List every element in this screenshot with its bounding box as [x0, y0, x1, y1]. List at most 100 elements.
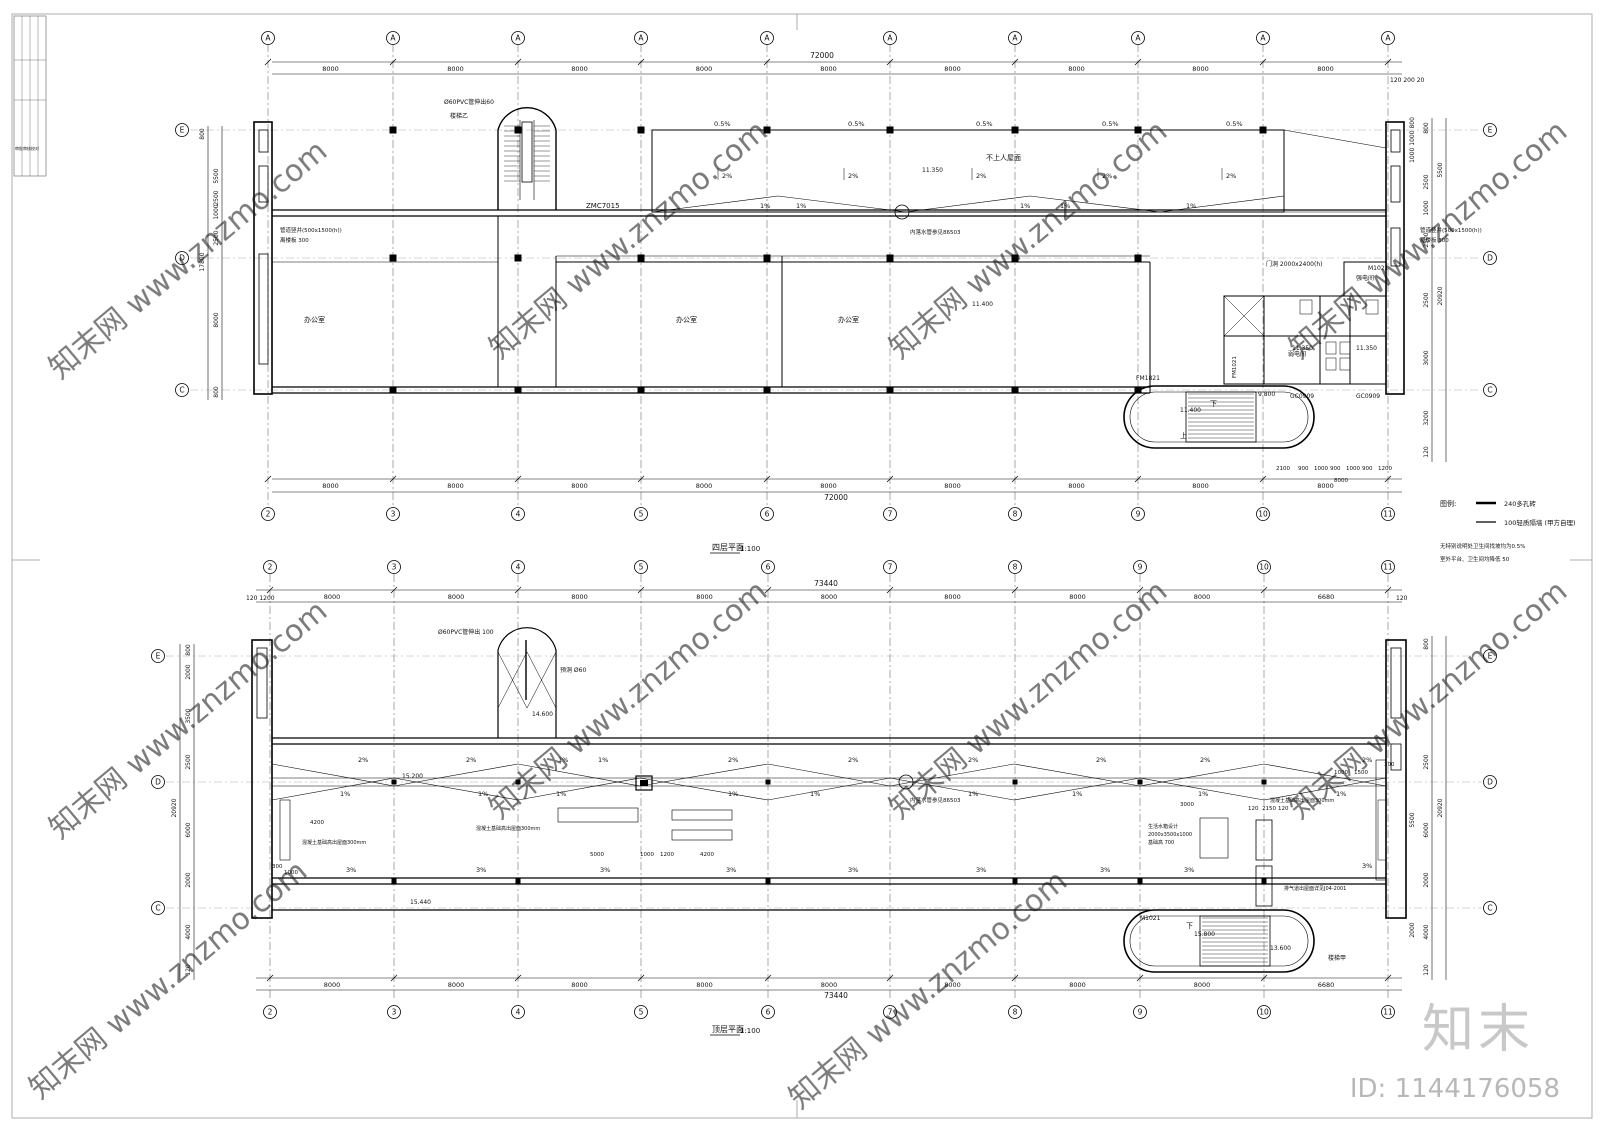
- watermark-text: 知末网 www.znzmo.com: [43, 594, 334, 846]
- small-dim: 1200: [660, 852, 674, 858]
- slope-label: 1%: [478, 790, 488, 798]
- svg-text:4: 4: [516, 1008, 521, 1017]
- elevation-mark: 11.350: [922, 167, 943, 174]
- elevation-mark: 15.800: [1194, 931, 1215, 938]
- row-bubble: D: [1483, 775, 1497, 789]
- small-dim: 900: [1362, 466, 1373, 472]
- bay-dim: 8000: [448, 981, 465, 989]
- axis-bubble: A: [1256, 31, 1270, 45]
- bay-dim: 8000: [944, 65, 961, 73]
- axis-bubble: A: [386, 31, 400, 45]
- svg-text:6: 6: [766, 1008, 771, 1017]
- slope-label: 1%: [1072, 790, 1082, 798]
- small-dim: 900: [1330, 466, 1341, 472]
- svg-text:9: 9: [1138, 1008, 1143, 1017]
- window-tag: ZMC7015: [586, 202, 620, 210]
- svg-text:E: E: [1488, 126, 1493, 135]
- window-tag: GC0909: [1356, 393, 1380, 400]
- watermark-text: 知末网 www.znzmo.com: [1283, 114, 1574, 366]
- axis-bubble: A: [883, 31, 897, 45]
- lower-stair-south: [1123, 909, 1315, 973]
- bay-dim: 6680: [1318, 593, 1335, 601]
- axis-bubble: A: [760, 31, 774, 45]
- svg-text:2: 2: [268, 1008, 273, 1017]
- axis-bubble: 7: [883, 1005, 897, 1019]
- axis-bubble: 7: [883, 560, 897, 574]
- axis-bubble: 2: [263, 560, 277, 574]
- svg-text:5: 5: [639, 1008, 644, 1017]
- upper-right-dim: 20920: [1437, 286, 1444, 305]
- axis-bubble: 2: [261, 507, 275, 521]
- watermark-text: 知末网 www.znzmo.com: [43, 134, 334, 386]
- axis-bubble: A: [634, 31, 648, 45]
- lower-left-dim: 3500: [185, 708, 192, 723]
- lower-right-dim: 4000: [1423, 924, 1430, 939]
- svg-text:C: C: [155, 904, 160, 913]
- plan-title: 顶层平面: [712, 1025, 744, 1034]
- tank-note: 2000x3500x1000: [1148, 832, 1192, 838]
- row-bubble: E: [1483, 123, 1497, 137]
- window-tag: GC0909: [1290, 393, 1314, 400]
- axis-bubble: 9: [1131, 507, 1145, 521]
- slope-label: 1%: [1020, 202, 1030, 210]
- slope-label: 1%: [760, 202, 770, 210]
- slope-label: 1%: [1060, 202, 1070, 210]
- upper-right-dim: 2500: [1423, 174, 1430, 189]
- upper-right-dim: 2500: [1423, 292, 1430, 307]
- axis-bubble: 3: [386, 507, 400, 521]
- upper-left-dim: 17800: [199, 252, 206, 271]
- upper-right-dim: 120: [1423, 446, 1430, 458]
- watermark-text: 知末网 www.znzmo.com: [1283, 574, 1574, 826]
- bay-dim: 8000: [944, 981, 961, 989]
- elevation-mark: 11.400: [972, 301, 993, 308]
- bay-dim: 8000: [1192, 65, 1209, 73]
- svg-text:3: 3: [392, 563, 397, 572]
- small-dim: 1000: [1314, 466, 1328, 472]
- svg-text:4: 4: [516, 510, 521, 519]
- elevation-mark: 13.600: [1270, 945, 1291, 952]
- base-note: 混凝土基础高出屋面300mm: [476, 825, 540, 832]
- small-dim: 1200: [1378, 466, 1392, 472]
- lower-right-dim: 2000: [1423, 872, 1430, 887]
- shaft-note: 管道竖井(500x1500(h)): [280, 226, 342, 234]
- lower-left-dim: 800: [185, 644, 192, 656]
- bay-dim: 8000: [821, 981, 838, 989]
- small-dim: 2100: [1276, 466, 1290, 472]
- upper-stair-south: [1123, 385, 1315, 449]
- base-note: 混凝土基础高出屋面300mm: [302, 839, 366, 846]
- row-bubble: D: [175, 251, 189, 265]
- svg-text:A: A: [1260, 34, 1266, 43]
- svg-text:8: 8: [1013, 563, 1018, 572]
- row-bubble: C: [1483, 383, 1497, 397]
- upper-stair-north: [497, 106, 557, 210]
- slope-label: 1%: [556, 790, 566, 798]
- bay-dim: 8000: [571, 482, 588, 490]
- upper-left-dim: 2500: [213, 230, 220, 245]
- lower-stair-north: [497, 627, 557, 738]
- upper-walls: [253, 121, 1405, 395]
- tank-note: 基础高 700: [1148, 839, 1174, 846]
- bay-dim: 8000: [1194, 981, 1211, 989]
- svg-text:6: 6: [765, 510, 770, 519]
- brand-watermark: 知末: [1421, 1000, 1534, 1060]
- bay-dim: 8000: [1194, 593, 1211, 601]
- svg-text:D: D: [155, 778, 161, 787]
- svg-text:2: 2: [268, 563, 273, 572]
- bay-dim: 8000: [1192, 482, 1209, 490]
- bay-dim: 8000: [1317, 482, 1334, 490]
- slope-label: 3%: [600, 866, 610, 874]
- row-bubble: D: [1483, 251, 1497, 265]
- bay-dim: 8000: [820, 65, 837, 73]
- svg-text:A: A: [887, 34, 893, 43]
- upper-top-right-dim: 120 200 20: [1390, 77, 1425, 84]
- room-label-office: 办公室: [838, 315, 859, 324]
- slope-label: 3%: [848, 866, 858, 874]
- axis-bubble: A: [1008, 31, 1022, 45]
- small-dim: 120: [1278, 806, 1289, 812]
- svg-text:C: C: [1487, 904, 1492, 913]
- small-dim: 5000: [590, 852, 604, 858]
- svg-text:A: A: [1012, 34, 1018, 43]
- slope-label: 3%: [1184, 866, 1194, 874]
- slope-label: 2%: [722, 172, 732, 180]
